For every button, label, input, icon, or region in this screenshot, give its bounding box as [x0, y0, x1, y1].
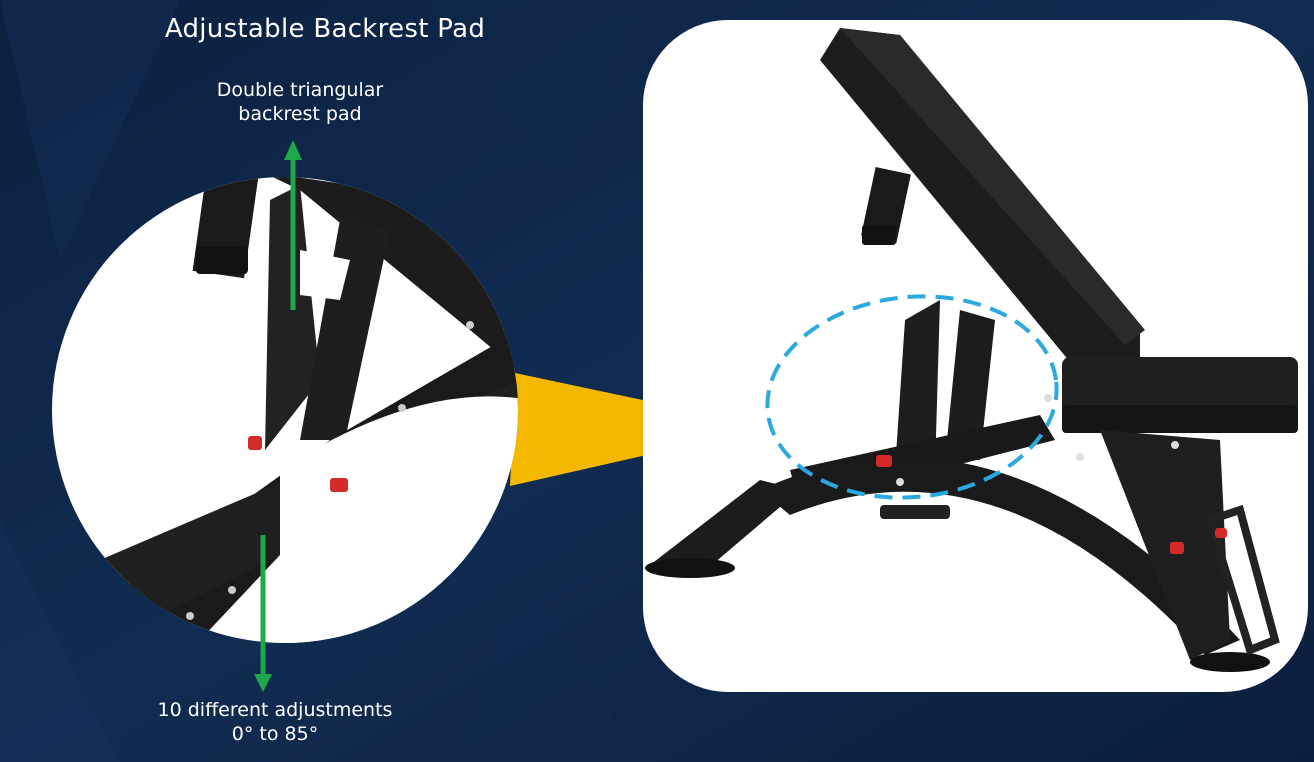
zoom-connector — [510, 373, 770, 486]
down-arrow — [254, 535, 272, 692]
page-title: Adjustable Backrest Pad — [164, 14, 486, 44]
backrest-pad-caption: Double triangular backrest pad — [150, 78, 450, 126]
background-facets — [0, 0, 640, 762]
backrest-pad-caption-line1: Double triangular — [216, 79, 384, 101]
highlight-ellipse — [765, 294, 1059, 500]
adjustments-caption: 10 different adjustments 0° to 85° — [110, 698, 440, 746]
zoom-detail-circle — [52, 177, 518, 643]
backrest-pad-caption-line2: backrest pad — [238, 103, 362, 125]
up-arrow — [284, 140, 302, 310]
adjustments-caption-line1: 10 different adjustments — [157, 699, 393, 721]
bench-photo-panel — [643, 20, 1308, 692]
adjustments-caption-line2: 0° to 85° — [231, 723, 319, 745]
